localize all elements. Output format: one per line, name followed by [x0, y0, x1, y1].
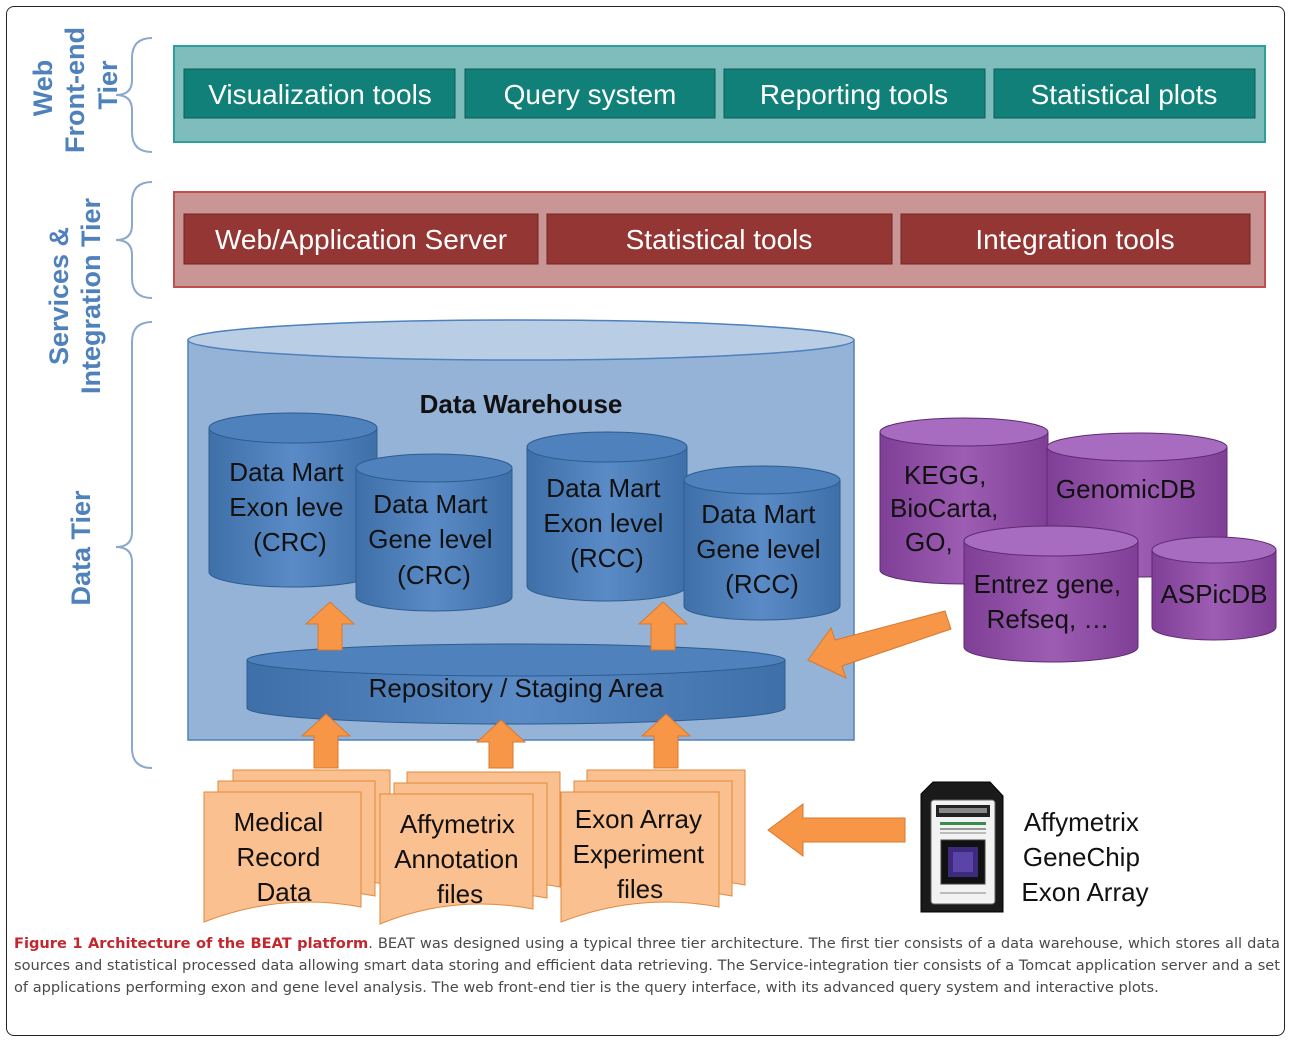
- brace-services: [115, 181, 153, 299]
- external-db-3-line-1: Entrez gene,: [974, 569, 1121, 599]
- brace-data: [115, 321, 153, 769]
- tier-label-services: Services & Integration Tier: [44, 197, 106, 394]
- data-mart-exon-rcc: Data Mart Exon level (RCC): [526, 431, 688, 602]
- arrow-up-annotation-to-staging: [475, 719, 527, 769]
- frontend-boxes: Visualization tools Query system Reporti…: [183, 68, 1256, 119]
- svg-text:Integration Tier: Integration Tier: [76, 197, 106, 394]
- service-box-2-label: Statistical tools: [626, 224, 813, 255]
- arrow-chip-to-experiment: [767, 803, 906, 857]
- service-box-3: [900, 213, 1251, 265]
- file-1-line-3: Data: [257, 877, 312, 907]
- svg-text:Data Mart Gene level: Data Mart Gene level (CRC): [368, 489, 500, 590]
- data-warehouse-title: Data Warehouse: [420, 389, 623, 419]
- arrow-up-experiment-to-staging: [640, 713, 692, 769]
- external-db-aspicdb: ASPicDB: [1151, 536, 1277, 641]
- service-box-1-label: Web/Application Server: [215, 224, 507, 255]
- tier-label-web: Web Front-end Tier: [28, 27, 123, 153]
- frontend-box-1-label: Visualization tools: [208, 79, 432, 110]
- file-3-line-2: Experiment: [573, 839, 705, 869]
- up-arrows: [300, 601, 692, 769]
- service-box-3-label: Integration tools: [975, 224, 1174, 255]
- data-mart-4-line-3: (RCC): [725, 569, 799, 599]
- external-db-1-line-3: GO,: [905, 527, 953, 557]
- file-stack-experiment: Exon Array Experiment files: [560, 769, 746, 923]
- side-arrows: [767, 610, 952, 857]
- data-mart-2-line-3: (CRC): [397, 560, 471, 590]
- chip-label-line-2: GeneChip: [1023, 842, 1140, 872]
- external-db-4-line-1: ASPicDB: [1161, 579, 1268, 609]
- figure-caption: Figure 1 Architecture of the BEAT platfo…: [14, 933, 1280, 999]
- svg-text:Tier: Tier: [93, 60, 123, 110]
- caption-text: . BEAT was designed using a typical thre…: [14, 935, 1281, 996]
- frontend-box-3-label: Reporting tools: [760, 79, 948, 110]
- file-1-line-1: Medical: [234, 807, 324, 837]
- external-db-3-line-2: Refseq, …: [987, 604, 1110, 634]
- chip-label-line-1: Affymetrix: [1024, 807, 1139, 837]
- data-mart-1-line-1: Data Mart: [229, 457, 344, 487]
- arrow-external-to-staging: [807, 610, 952, 679]
- arrow-up-staging-to-mart-crc: [304, 601, 356, 651]
- file-stack-medical: Medical Record Data: [203, 769, 391, 923]
- data-mart-exon-crc: Data Mart Exon leve (CRC): [208, 412, 378, 588]
- frontend-box-2: [464, 68, 716, 119]
- brace-web: [115, 37, 153, 153]
- data-mart-3-line-3: (RCC): [570, 543, 644, 573]
- external-db-1-line-2: BioCarta,: [890, 493, 998, 523]
- tier-label-data: Data Tier: [66, 490, 96, 606]
- file-1-line-2: Record: [236, 842, 320, 872]
- svg-text:Web: Web: [28, 60, 58, 117]
- data-mart-1-line-3: (CRC): [253, 527, 327, 557]
- service-boxes: Web/Application Server Statistical tools…: [183, 213, 1251, 265]
- file-3-line-3: files: [617, 874, 663, 904]
- data-mart-3-line-1: Data Mart: [546, 473, 661, 503]
- genechip-cartridge-image: [920, 781, 1004, 913]
- caption-title: Figure 1 Architecture of the BEAT platfo…: [14, 935, 369, 952]
- data-mart-4-line-1: Data Mart: [701, 499, 816, 529]
- staging-area-cylinder: Repository / Staging Area: [246, 643, 786, 725]
- figure-frame: [6, 6, 1285, 1036]
- svg-text:Data Mart Exon level: Data Mart Exon level (RCC): [543, 473, 670, 573]
- data-mart-gene-rcc: Data Mart Gene level (RCC): [683, 465, 841, 621]
- data-mart-1-line-2: Exon leve: [229, 492, 343, 522]
- file-2-line-2: Annotation: [394, 844, 518, 874]
- svg-text:Data Mart Gene level: Data Mart Gene level (RCC): [696, 499, 828, 599]
- svg-text:Exon Array Experiment: Exon Array Experiment files: [573, 804, 712, 904]
- svg-text:KEGG, BioCarta, GO: KEGG, BioCarta, GO,: [890, 460, 1006, 557]
- chip-label-line-3: Exon Array: [1021, 877, 1148, 907]
- svg-text:Services &: Services &: [44, 227, 74, 365]
- external-db-2-line-1: GenomicDB: [1056, 474, 1196, 504]
- file-2-line-3: files: [437, 879, 483, 909]
- svg-text:Data Mart Exon leve: Data Mart Exon leve (CRC): [229, 457, 350, 557]
- frontend-box-4: [993, 68, 1256, 119]
- data-mart-2-line-2: Gene level: [368, 524, 492, 554]
- staging-area-label: Repository / Staging Area: [369, 673, 664, 703]
- svg-text:Entrez gene, Refseq, …: Entrez gene, Refseq, …: [974, 569, 1129, 634]
- architecture-diagram: Web Front-end Tier Services & Integratio…: [28, 27, 1277, 925]
- svg-text:Data Tier: Data Tier: [66, 490, 96, 606]
- external-db-1-line-1: KEGG,: [904, 460, 986, 490]
- svg-text:Front-end: Front-end: [60, 27, 90, 153]
- svg-text:Affymetrix Annotation: Affymetrix Annotation files: [394, 809, 526, 909]
- file-stack-annotation: Affymetrix Annotation files: [379, 771, 561, 925]
- data-mart-2-line-1: Data Mart: [373, 489, 488, 519]
- svg-text:Medical Record Dat: Medical Record Data: [234, 807, 331, 907]
- data-mart-3-line-2: Exon level: [543, 508, 663, 538]
- frontend-box-4-label: Statistical plots: [1031, 79, 1218, 110]
- frontend-box-3: [723, 68, 986, 119]
- service-box-1: [183, 213, 539, 265]
- frontend-box-2-label: Query system: [504, 79, 677, 110]
- arrow-up-medical-to-staging: [300, 713, 352, 769]
- data-mart-4-line-2: Gene level: [696, 534, 820, 564]
- file-2-line-1: Affymetrix: [400, 809, 515, 839]
- service-box-2: [546, 213, 893, 265]
- file-3-line-1: Exon Array: [575, 804, 702, 834]
- arrow-up-staging-to-mart-rcc: [637, 601, 689, 651]
- frontend-box-1: [183, 68, 456, 119]
- tier-braces: [115, 37, 153, 769]
- external-db-entrez: Entrez gene, Refseq, …: [963, 525, 1139, 663]
- data-mart-gene-crc: Data Mart Gene level (CRC): [355, 453, 513, 612]
- svg-text:Affymetrix GeneChip Ex: Affymetrix GeneChip Exon Array: [1021, 807, 1148, 907]
